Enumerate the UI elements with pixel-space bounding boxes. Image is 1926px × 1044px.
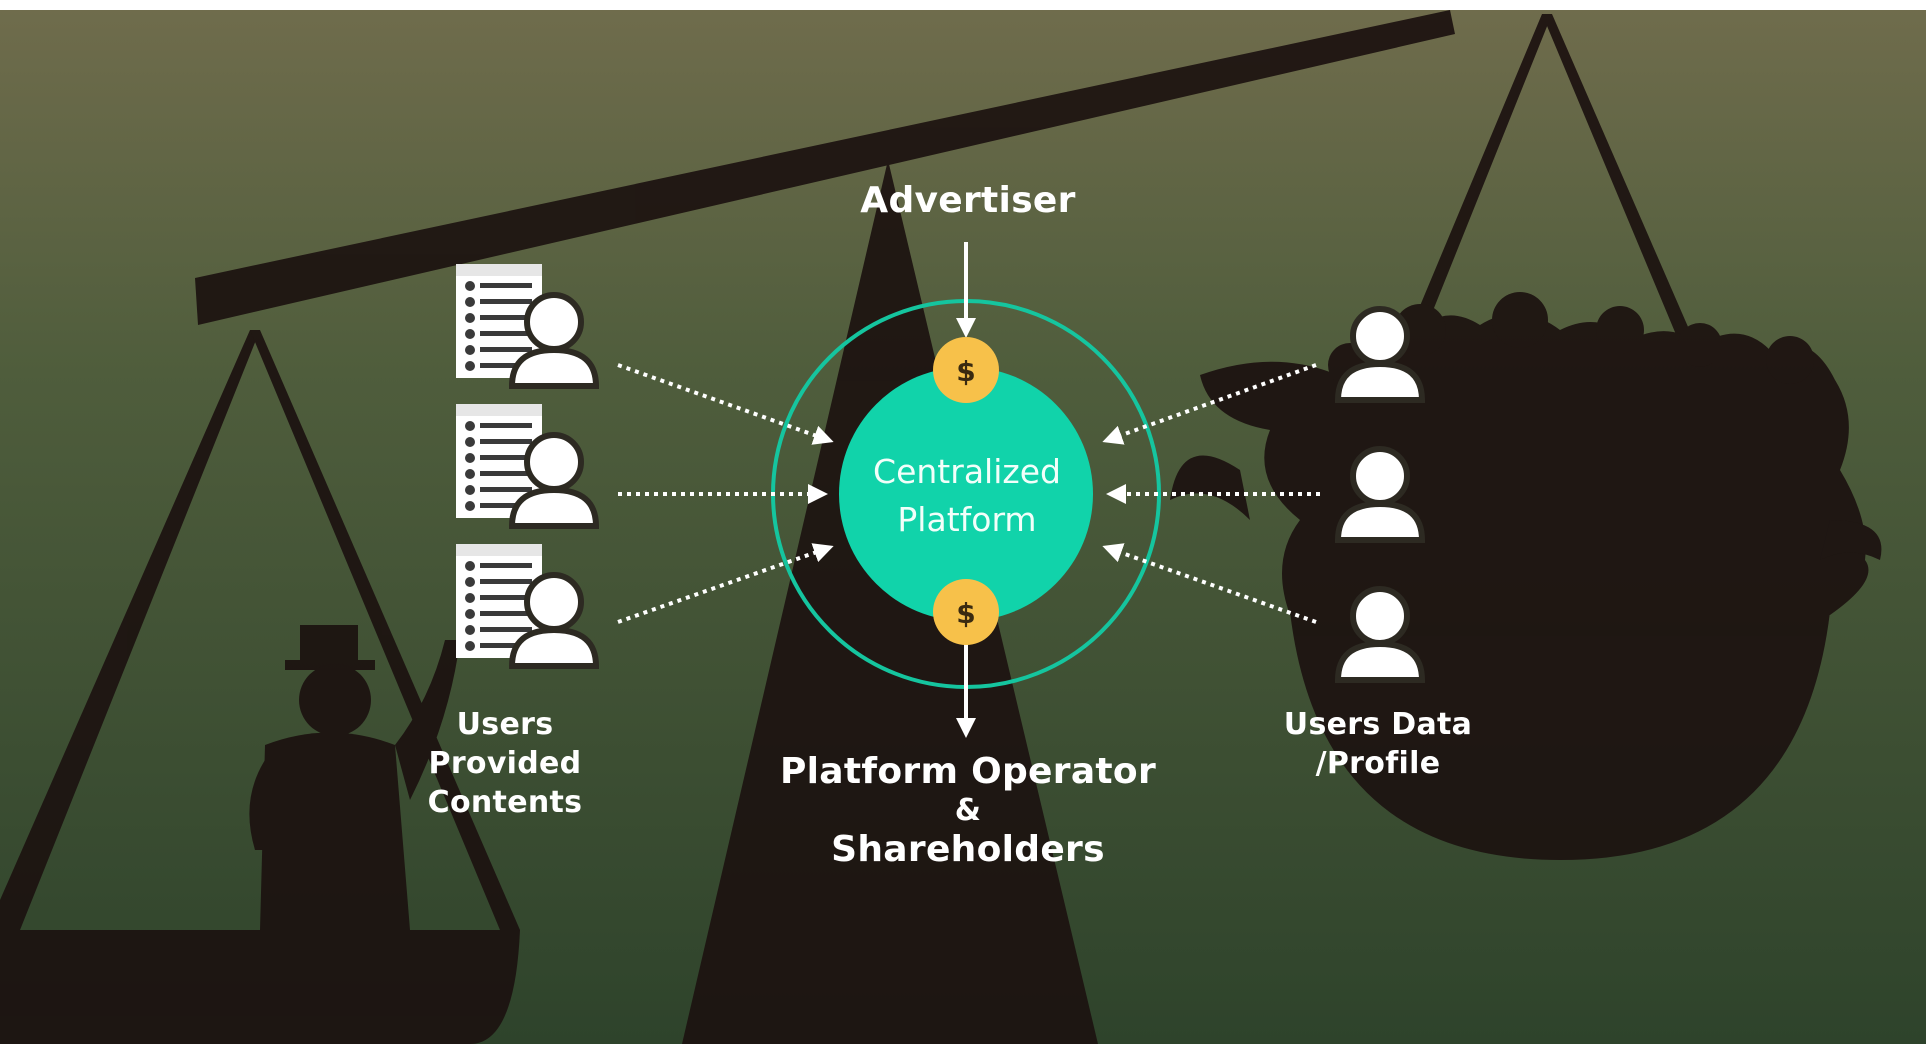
- data-label-line1: Users Data: [1283, 707, 1473, 742]
- data-arrow-top: [1102, 363, 1317, 445]
- svg-text:$: $: [956, 597, 975, 630]
- centralized-platform-node: [839, 367, 1093, 621]
- users-data-profile-label: Users Data /Profile: [1258, 705, 1498, 783]
- operator-label-line3: Shareholders: [831, 829, 1105, 870]
- users-label-line2: Provided: [428, 746, 582, 781]
- center-label: Centralized Platform: [842, 448, 1092, 544]
- users-label-line1: Users: [456, 707, 554, 742]
- dollar-coin-icon: $: [933, 579, 999, 645]
- content-arrow-bottom: [617, 543, 834, 624]
- platform-operator-label: Platform Operator & Shareholders: [718, 752, 1218, 870]
- svg-text:$: $: [956, 355, 975, 388]
- users-provided-contents-label: Users Provided Contents: [390, 705, 620, 822]
- data-arrow-bottom: [1102, 543, 1317, 624]
- advertiser-label: Advertiser: [860, 180, 1076, 221]
- operator-label-ampersand: &: [954, 793, 982, 828]
- dollar-coin-icon: $: [933, 337, 999, 403]
- data-label-line2: /Profile: [1315, 746, 1441, 781]
- operator-label-line1: Platform Operator: [779, 751, 1157, 792]
- center-label-line1: Centralized: [873, 452, 1061, 491]
- users-label-line3: Contents: [427, 785, 583, 820]
- center-label-line2: Platform: [897, 500, 1037, 539]
- content-arrow-top: [617, 363, 834, 445]
